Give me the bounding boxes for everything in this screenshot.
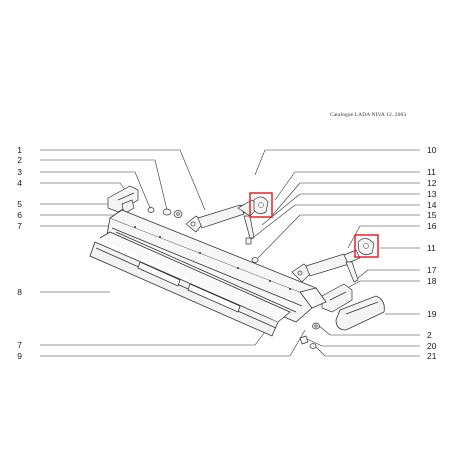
callout-left-4: 4	[17, 178, 22, 188]
callout-right-12: 12	[427, 178, 437, 188]
callout-right-19: 19	[427, 309, 437, 319]
callout-left-9: 9	[17, 351, 22, 361]
callout-left-3: 3	[17, 167, 22, 177]
bumper-bracket-left	[107, 185, 139, 215]
bumper-end-cap	[335, 295, 385, 331]
callout-left-2: 2	[17, 155, 22, 165]
callout-right-17: 17	[427, 265, 437, 275]
callout-left-8: 8	[17, 287, 22, 297]
bumper-rubber-strip	[89, 231, 291, 337]
callout-left-6: 6	[17, 210, 22, 220]
callout-right-11b: 11	[427, 243, 436, 253]
callout-right-18: 18	[427, 276, 437, 286]
callout-left-5: 5	[17, 199, 22, 209]
callout-right-11a: 11	[427, 167, 436, 177]
right-leader-lines	[249, 149, 420, 357]
callout-right-20: 20	[427, 341, 437, 351]
fasteners-right	[299, 322, 320, 349]
bump-stop-right-highlighted	[354, 234, 379, 258]
catalog-header: Catalogue LADA NIVA 12. 2003	[330, 112, 407, 118]
callout-left-7b: 7	[17, 340, 22, 350]
bump-stop-left-highlighted	[249, 192, 273, 218]
callout-right-2: 2	[427, 330, 432, 340]
callout-right-10: 10	[427, 145, 437, 155]
callout-right-13: 13	[427, 189, 437, 199]
callout-right-14: 14	[427, 200, 437, 210]
callout-right-21: 21	[427, 351, 437, 361]
callout-left-1: 1	[17, 145, 22, 155]
shock-absorber-right	[291, 249, 361, 283]
callout-right-16: 16	[427, 221, 437, 231]
callout-left-7a: 7	[17, 221, 22, 231]
fasteners-left	[147, 207, 183, 218]
bumper-bracket-right	[321, 283, 353, 313]
callout-right-15: 15	[427, 210, 437, 220]
